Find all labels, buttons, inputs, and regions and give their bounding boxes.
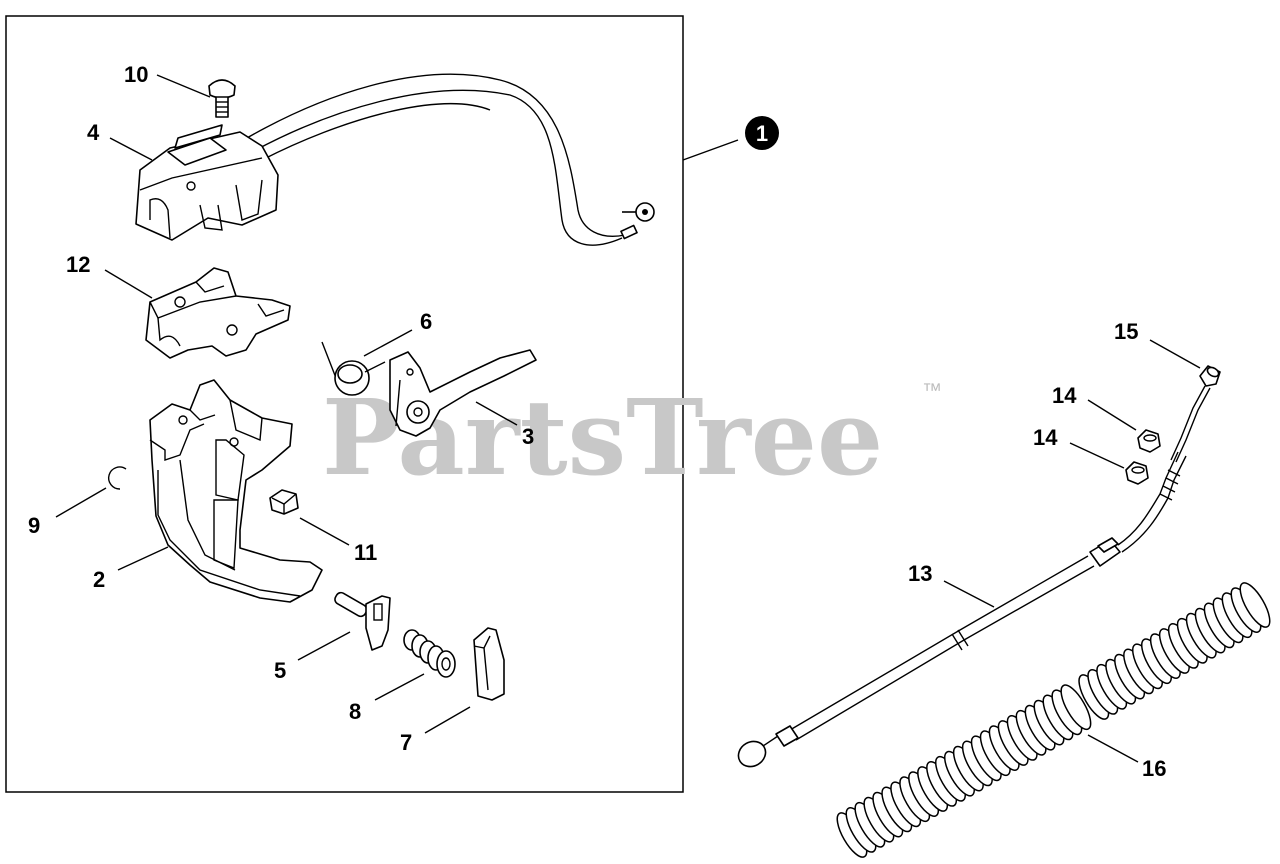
assembly-frame: [5, 15, 684, 793]
part-12-plate[interactable]: [145, 267, 291, 359]
leader-lines: [55, 74, 1201, 763]
callout-5: 5: [274, 658, 286, 683]
callout-labels: 10 4 12 6 3 9 11 2 5 8 7 15 14 14 13 16: [28, 62, 1166, 781]
callout-7: 7: [400, 730, 412, 755]
callout-11: 11: [354, 540, 377, 565]
callout-6: 6: [420, 309, 432, 334]
part-14-nut-lower[interactable]: [1125, 461, 1149, 485]
callout-15: 15: [1114, 319, 1138, 344]
part-9-e-clip[interactable]: [108, 466, 127, 490]
callout-16: 16: [1142, 756, 1166, 781]
callout-14-lower: 14: [1033, 425, 1058, 450]
part-2-handle-frame[interactable]: [149, 379, 323, 603]
part-15-fitting[interactable]: [1199, 365, 1221, 387]
callout-10: 10: [124, 62, 148, 87]
callout-9: 9: [28, 513, 40, 538]
part-3-trigger-lever[interactable]: [389, 349, 537, 437]
part-7-cover[interactable]: [473, 627, 505, 701]
part-6-spring[interactable]: [321, 341, 386, 396]
part-13-throttle-cable[interactable]: [734, 385, 1211, 771]
svg-text:1: 1: [756, 121, 768, 146]
part-8-coil-spring[interactable]: [403, 629, 456, 678]
part-14-nut-upper[interactable]: [1137, 429, 1161, 453]
callout-14-upper: 14: [1052, 383, 1077, 408]
part-16-corrugated-tube[interactable]: [832, 579, 1276, 861]
callout-2: 2: [93, 567, 105, 592]
part-10-screw[interactable]: [208, 79, 236, 118]
part-5-pin[interactable]: [333, 591, 391, 651]
callout-12: 12: [66, 252, 90, 277]
part-4-switch-housing[interactable]: [135, 73, 655, 246]
callout-13: 13: [908, 561, 932, 586]
part-11-block[interactable]: [269, 489, 299, 515]
callout-8: 8: [349, 699, 361, 724]
callout-3: 3: [522, 424, 534, 449]
assembly-badge: 1: [745, 116, 779, 150]
callout-4: 4: [87, 120, 100, 145]
watermark-trademark: ™: [922, 380, 942, 402]
